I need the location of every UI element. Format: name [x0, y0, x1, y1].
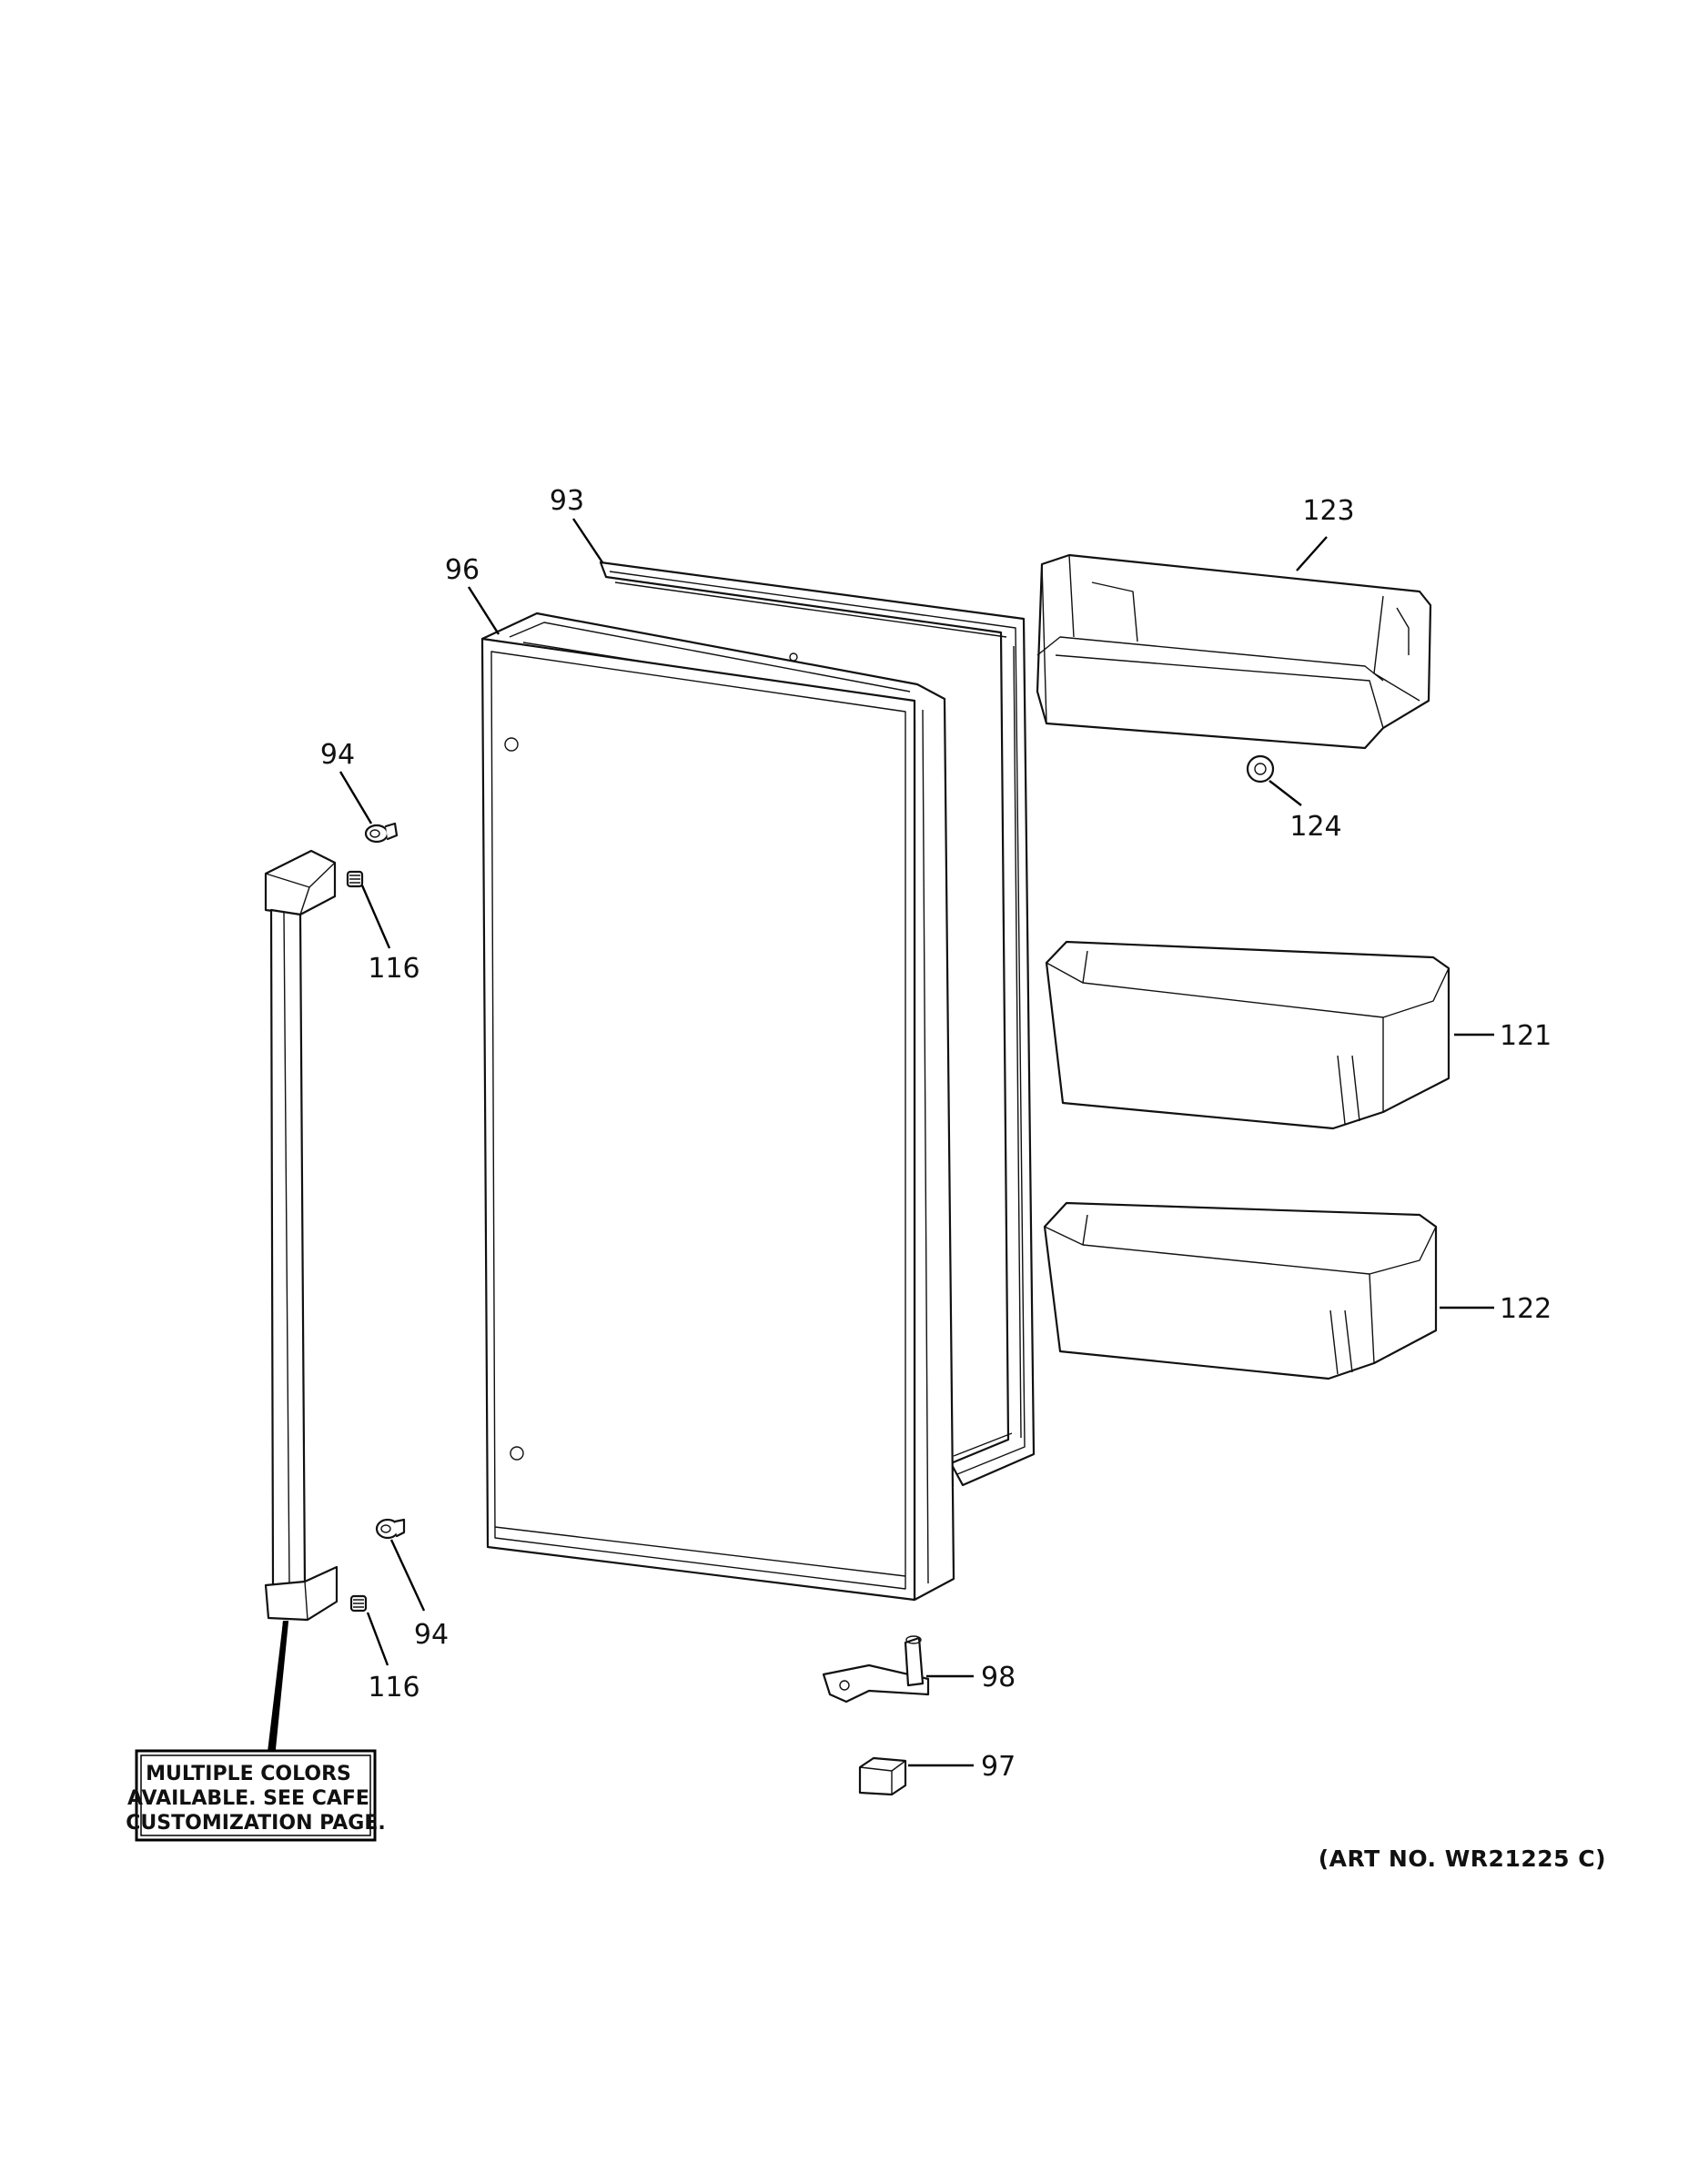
callout-96: 96	[445, 554, 480, 586]
callout-98: 98	[981, 1662, 1016, 1694]
hinge-part-98[interactable]	[822, 1635, 930, 1704]
color-note-box: MULTIPLE COLORS AVAILABLE. SEE CAFE CUST…	[126, 1749, 386, 1842]
door-handle[interactable]	[264, 849, 339, 1622]
upper-door-bin-part-123[interactable]	[1036, 553, 1432, 750]
callout-94-bottom: 94	[414, 1619, 449, 1651]
callout-94-top: 94	[320, 739, 355, 771]
set-screw-part-116-top[interactable]	[346, 870, 364, 888]
note-line-1: MULTIPLE COLORS	[146, 1763, 351, 1785]
note-pointer	[265, 1621, 289, 1768]
callout-122: 122	[1500, 1293, 1552, 1325]
art-number: (ART NO. WR21225 C)	[1319, 1845, 1606, 1872]
callout-labels: 93 96 123 124 94 116 121 122 94 116 98 9…	[320, 485, 1552, 1783]
callout-124: 124	[1289, 811, 1341, 843]
callout-116-top: 116	[368, 953, 419, 985]
callout-123: 123	[1302, 495, 1354, 527]
lower-door-bin-part-122[interactable]	[1043, 1201, 1438, 1380]
handle-stud-part-94-top[interactable]	[364, 822, 399, 844]
callout-116-bottom: 116	[368, 1672, 419, 1704]
clip-part-124[interactable]	[1246, 754, 1275, 784]
callout-97: 97	[981, 1751, 1016, 1783]
callout-121: 121	[1500, 1020, 1552, 1052]
set-screw-part-116-bottom[interactable]	[349, 1594, 368, 1613]
callout-93: 93	[550, 485, 584, 517]
note-line-3: CUSTOMIZATION PAGE.	[126, 1812, 385, 1835]
leader-lines	[265, 518, 1494, 1768]
middle-door-bin-part-121[interactable]	[1045, 940, 1450, 1130]
bracket-part-97[interactable]	[858, 1756, 907, 1796]
note-line-2: AVAILABLE. SEE CAFE	[127, 1787, 369, 1810]
handle-stud-part-94-bottom[interactable]	[375, 1518, 406, 1540]
door-assembly-part-96[interactable]	[480, 612, 955, 1602]
